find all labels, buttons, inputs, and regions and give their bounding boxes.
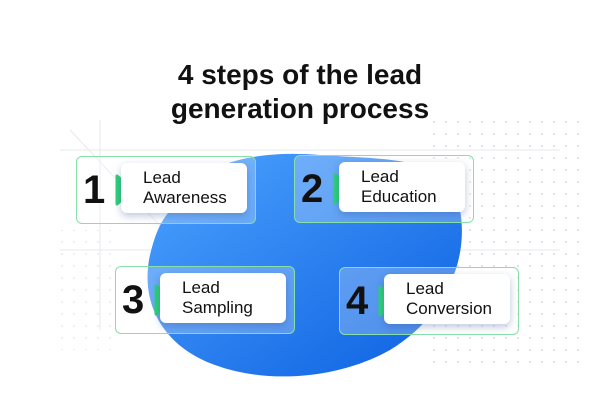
page-title: 4 steps of the lead generation process bbox=[0, 58, 600, 126]
step-3-number: 3 bbox=[122, 278, 145, 322]
step-3-label: Lead Sampling bbox=[182, 278, 253, 318]
step-2: 2 Lead Education bbox=[294, 155, 474, 223]
step-3-card: Lead Sampling bbox=[160, 273, 286, 323]
step-4-label: Lead Conversion bbox=[406, 279, 492, 319]
step-1-label-line-1: Lead bbox=[143, 168, 181, 187]
title-line-2: generation process bbox=[170, 93, 430, 124]
step-4: 4 Lead Conversion bbox=[339, 267, 519, 335]
step-1: 1 Lead Awareness bbox=[76, 156, 256, 224]
title-line-1: 4 steps of the lead bbox=[177, 59, 423, 90]
step-1-card: Lead Awareness bbox=[121, 163, 247, 213]
step-2-label: Lead Education bbox=[361, 167, 437, 207]
step-3: 3 Lead Sampling bbox=[115, 266, 295, 334]
step-4-label-line-1: Lead bbox=[406, 279, 444, 298]
step-2-label-line-2: Education bbox=[361, 187, 437, 206]
step-1-label: Lead Awareness bbox=[143, 168, 227, 208]
dot-pattern-left bbox=[60, 230, 120, 350]
step-3-label-line-1: Lead bbox=[182, 278, 220, 297]
step-4-card: Lead Conversion bbox=[384, 274, 510, 324]
step-3-label-line-2: Sampling bbox=[182, 298, 253, 317]
step-2-card: Lead Education bbox=[339, 162, 465, 212]
step-4-number: 4 bbox=[346, 279, 369, 323]
step-4-label-line-2: Conversion bbox=[406, 299, 492, 318]
step-1-label-line-2: Awareness bbox=[143, 188, 227, 207]
step-2-number: 2 bbox=[301, 167, 324, 211]
step-2-label-line-1: Lead bbox=[361, 167, 399, 186]
step-1-number: 1 bbox=[83, 168, 106, 212]
